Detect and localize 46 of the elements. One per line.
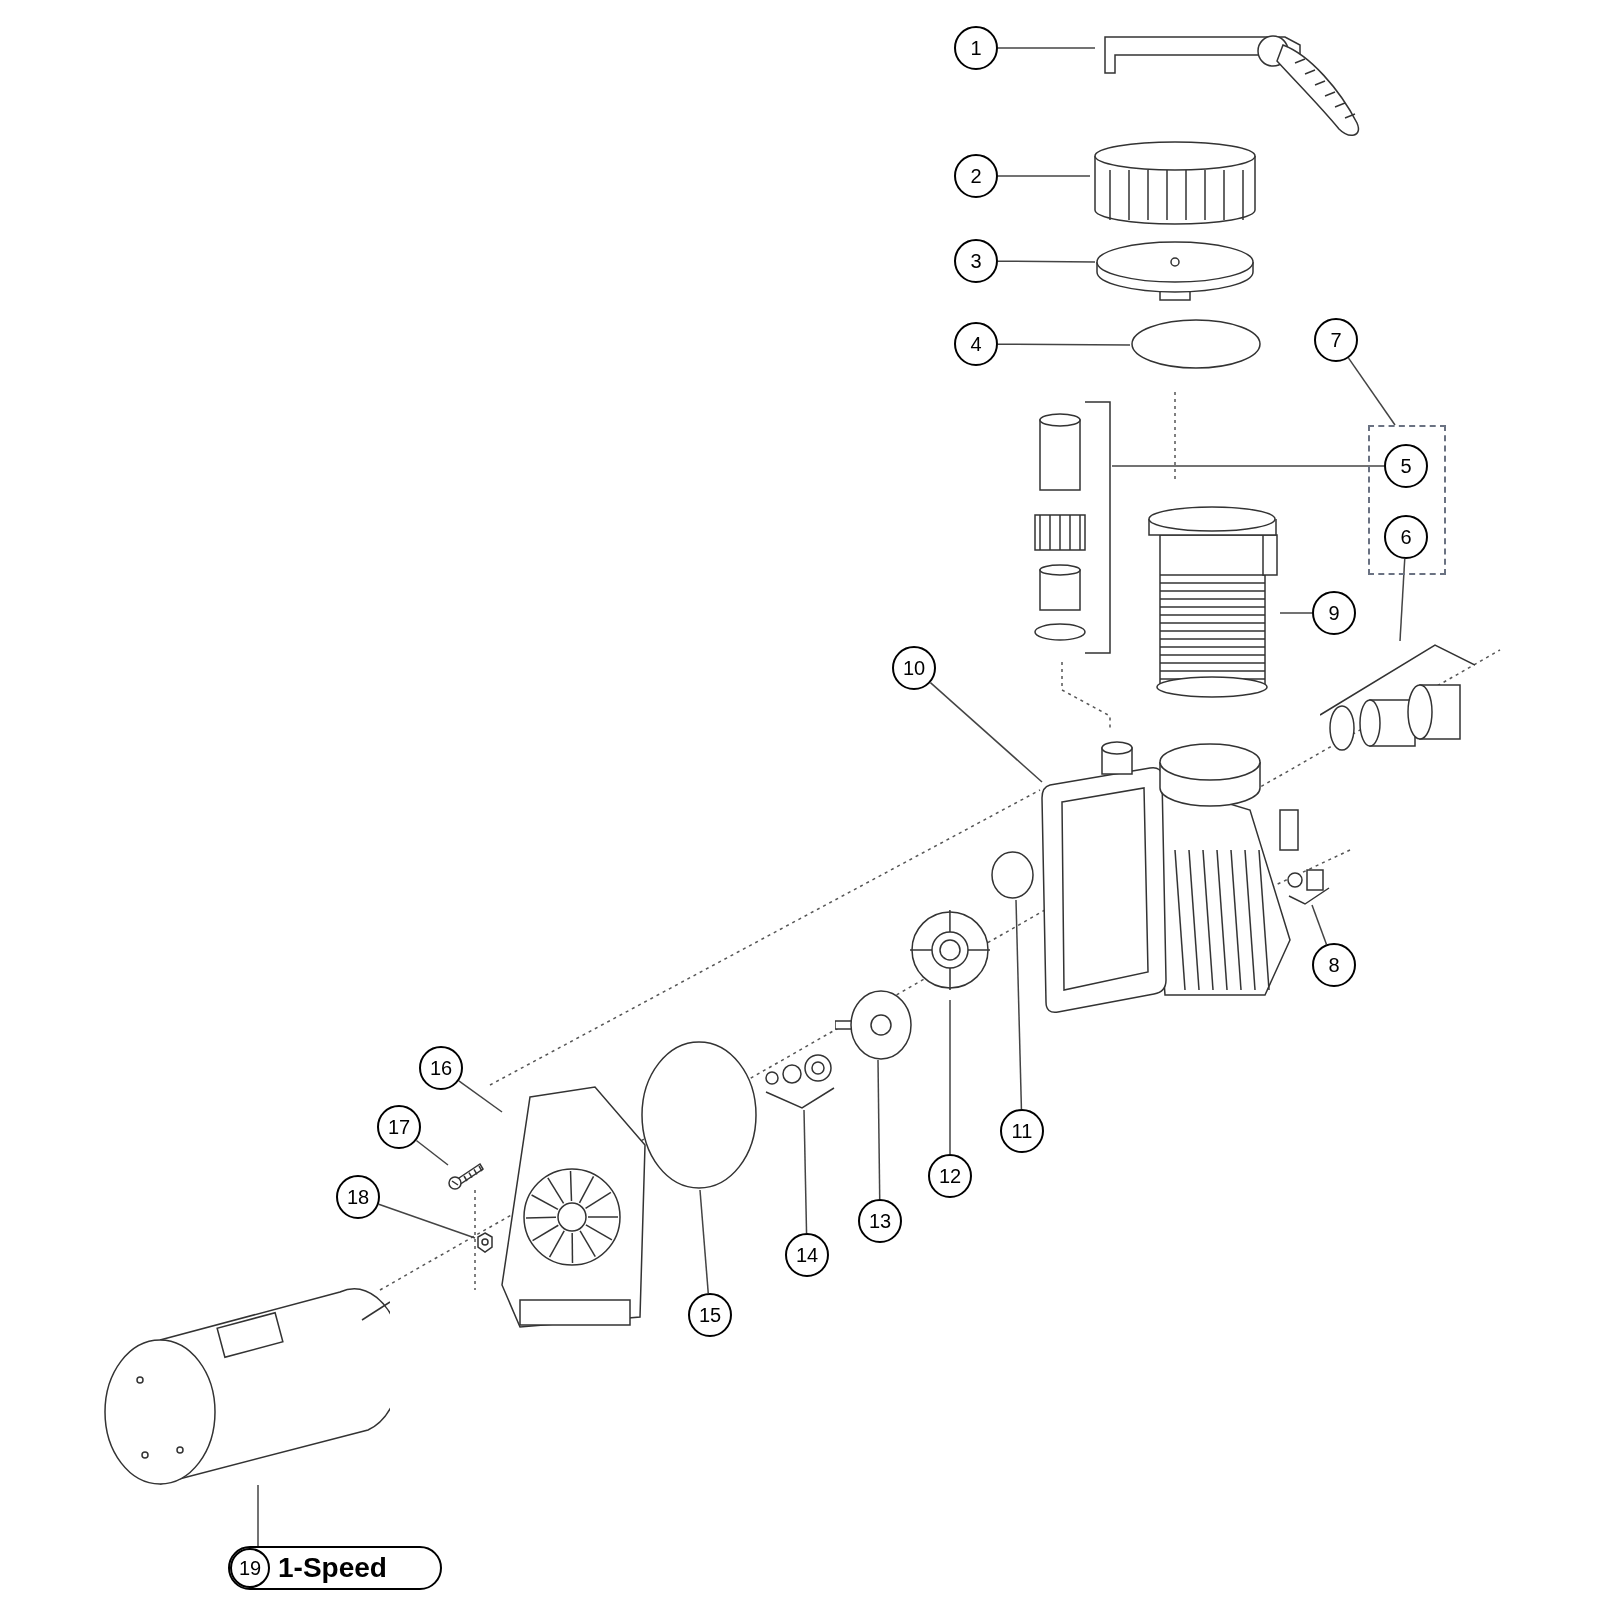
- dashed-bracket: [1368, 425, 1446, 575]
- callout-number: 16: [419, 1046, 463, 1090]
- callout-number: 7: [1314, 318, 1358, 362]
- leader-line: [458, 1080, 503, 1113]
- leader-line: [949, 999, 951, 1155]
- leader-line: [1015, 899, 1023, 1110]
- callout-number: 18: [336, 1175, 380, 1219]
- callout-number: 9: [1312, 591, 1356, 635]
- leader-line: [1347, 357, 1396, 426]
- leader-line: [1399, 558, 1406, 642]
- callout-number: 12: [928, 1154, 972, 1198]
- leader-line: [1111, 465, 1385, 467]
- callout-number: 6: [1384, 515, 1428, 559]
- callout-number: 14: [785, 1233, 829, 1277]
- callout-number: 8: [1312, 943, 1356, 987]
- bolt-drawing: [448, 1160, 485, 1190]
- leader-line: [929, 681, 1043, 783]
- o-ring-drawing: [1130, 318, 1262, 370]
- leader-line: [699, 1189, 709, 1294]
- gasket-drawing: [640, 1040, 758, 1190]
- leader-line: [415, 1139, 449, 1166]
- o-ring-drawing: [990, 850, 1035, 900]
- callout-number: 3: [954, 239, 998, 283]
- callout-number: 19: [230, 1548, 270, 1588]
- leader-line: [997, 175, 1091, 177]
- callout-number: 1: [954, 26, 998, 70]
- part-label: 1-Speed: [278, 1551, 387, 1585]
- callout-number: 11: [1000, 1109, 1044, 1153]
- leader-line: [1311, 904, 1328, 946]
- callout-number: 10: [892, 646, 936, 690]
- nut-drawing: [475, 1230, 495, 1255]
- callout-number: 5: [1384, 444, 1428, 488]
- callout-number: 17: [377, 1105, 421, 1149]
- callout-number: 13: [858, 1199, 902, 1243]
- callout-number: 2: [954, 154, 998, 198]
- callout-tag: [228, 1546, 442, 1590]
- leader-line: [1279, 612, 1313, 614]
- leader-line: [997, 343, 1131, 346]
- callout-number: 4: [954, 322, 998, 366]
- callout-number: 15: [688, 1293, 732, 1337]
- leader-line: [877, 1059, 881, 1200]
- leader-line: [997, 47, 1096, 49]
- leader-line: [803, 1109, 808, 1234]
- leader-line: [257, 1484, 259, 1547]
- leader-line: [997, 260, 1096, 263]
- strainer-basket-drawing: [1145, 505, 1280, 700]
